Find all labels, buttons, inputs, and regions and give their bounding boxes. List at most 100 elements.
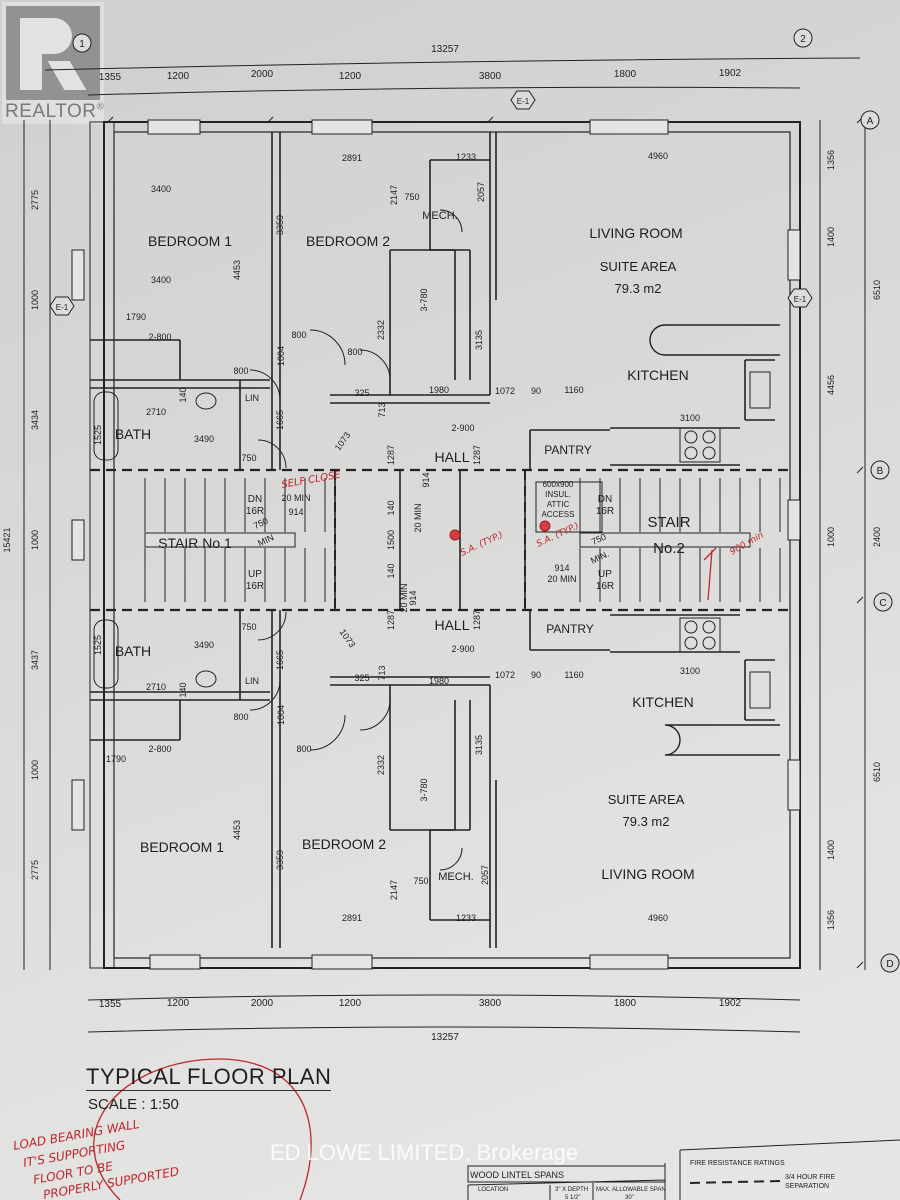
plan-label: 2057 <box>480 865 490 885</box>
plan-label: LIN <box>245 393 259 403</box>
table-text: MAX. ALLOWABLE SPAN <box>596 1187 666 1193</box>
plan-label: 3490 <box>194 640 214 650</box>
plan-label: 4453 <box>232 820 242 840</box>
window <box>71 519 85 561</box>
plan-label: BEDROOM 2 <box>306 233 390 249</box>
plan-label: 800 <box>296 744 311 754</box>
grid-marker <box>72 33 92 53</box>
plan-label: 2-900 <box>451 423 474 433</box>
plan-label: 3359 <box>275 850 285 870</box>
window <box>147 119 201 135</box>
plan-label: 914 <box>408 590 418 605</box>
plan-label: ATTIC <box>547 500 570 509</box>
dimension-tick <box>856 596 864 604</box>
plan-label: 1000 <box>826 527 836 547</box>
plan-label: DN <box>598 494 612 505</box>
plan-label: 1233 <box>456 913 476 923</box>
attic-access-hatch <box>535 481 603 533</box>
stove <box>679 617 721 653</box>
burner <box>684 446 698 460</box>
burner <box>702 620 716 634</box>
plan-label: 2400 <box>872 527 882 547</box>
dimension-line <box>87 86 801 96</box>
table-text: 3" X DEPTH <box>555 1187 588 1193</box>
plan-label: 2332 <box>376 755 386 775</box>
plan-label: 2710 <box>146 682 166 692</box>
plan-label: 1000 <box>30 530 40 550</box>
plan-label: MECH. <box>438 871 473 883</box>
realtor-logo: REALTOR® <box>2 2 104 124</box>
plan-label: 600x900 <box>543 480 574 489</box>
plan-label: 1525 <box>93 635 103 655</box>
plan-label: 1400 <box>826 227 836 247</box>
plan-label: 16R <box>246 581 264 592</box>
plan-label: 1072 <box>495 670 515 680</box>
door-swing <box>309 714 346 751</box>
window <box>787 229 801 281</box>
plan-label: STAIR No.1 <box>158 535 232 551</box>
plan-label: 90 <box>531 386 541 396</box>
plan-label: 2775 <box>30 860 40 880</box>
plan-label: 3100 <box>680 413 700 423</box>
plan-label: LIVING ROOM <box>589 225 682 241</box>
plan-label: 1800 <box>614 998 637 1009</box>
plan-label: 1800 <box>614 69 637 80</box>
dimension-line <box>44 57 861 71</box>
plan-label: BATH <box>115 426 151 442</box>
grid-marker <box>793 28 813 48</box>
plan-label: 140 <box>178 387 188 402</box>
plan-label: 3100 <box>680 666 700 676</box>
table-text: FIRE RESISTANCE RATINGS <box>690 1160 785 1167</box>
plan-label: 1500 <box>386 530 396 550</box>
drawing-title: TYPICAL FLOOR PLAN <box>86 1064 332 1091</box>
window <box>311 119 373 135</box>
plan-label: 3-780 <box>419 288 429 311</box>
plan-label: 16R <box>596 581 614 592</box>
plan-label: 1000 <box>30 290 40 310</box>
plan-label: 3400 <box>151 275 171 285</box>
plan-label: 1525 <box>93 425 103 445</box>
plan-label: 20 MIN <box>281 493 310 503</box>
kitchen-peninsula <box>649 324 780 356</box>
plan-label: 1400 <box>826 840 836 860</box>
plan-label: BEDROOM 2 <box>302 836 386 852</box>
plan-label: 2710 <box>146 407 166 417</box>
plan-label: BEDROOM 1 <box>140 839 224 855</box>
plan-label: 1665 <box>275 410 285 430</box>
table-text: WOOD LINTEL SPANS <box>470 1170 564 1180</box>
plan-label: 325 <box>354 388 369 398</box>
plan-label: 1160 <box>564 670 583 680</box>
plan-label: 1355 <box>99 72 122 83</box>
plan-label: 13257 <box>431 1032 459 1043</box>
grid-marker-label: 1 <box>79 39 85 50</box>
plan-label: 2891 <box>342 153 362 163</box>
plan-label: 2332 <box>376 320 386 340</box>
table-text: SEPARATION <box>785 1183 829 1190</box>
door-swing <box>257 439 287 469</box>
kitchen-sink <box>749 671 771 709</box>
plan-label: 750 <box>241 622 256 632</box>
window <box>589 119 669 135</box>
plan-label: 1980 <box>429 385 449 395</box>
plan-label: 3434 <box>30 410 40 430</box>
table-text: 5 1/2" <box>565 1195 580 1200</box>
plan-label: 4960 <box>648 151 668 161</box>
plan-label: 713 <box>377 402 387 417</box>
stove <box>679 427 721 463</box>
plan-label: SUITE AREA <box>600 259 677 274</box>
door-swing <box>309 329 346 366</box>
plan-label: 3800 <box>479 998 502 1009</box>
plan-label: 713 <box>377 665 387 680</box>
section-marker <box>49 296 75 316</box>
grid-marker-label: C <box>879 598 886 609</box>
window <box>787 499 801 541</box>
stair-landing <box>579 532 751 548</box>
plan-label: 90 <box>531 670 541 680</box>
plan-label: 750 <box>241 453 256 463</box>
plan-label: PANTRY <box>546 622 594 636</box>
plan-label: 750 <box>404 192 419 202</box>
sink-basin <box>195 670 217 688</box>
